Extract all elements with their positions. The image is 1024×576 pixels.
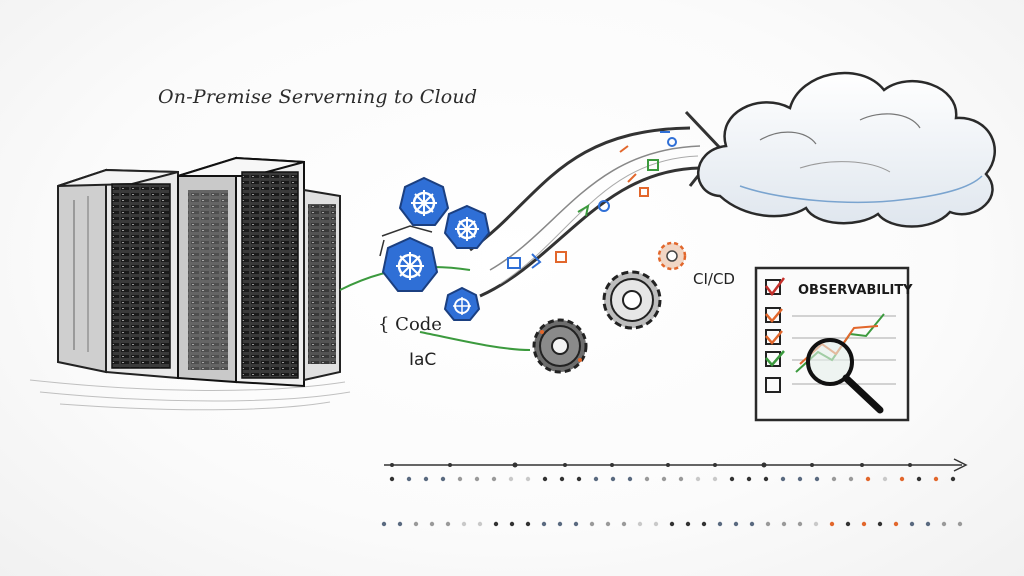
timeline-dot [406,476,412,482]
cicd-label: CI/CD [693,270,735,288]
timeline-dot [950,476,956,482]
observability-board [754,266,910,422]
timeline-dot [440,476,446,482]
timeline-dot [637,521,643,527]
timeline-arrow-icon [384,458,968,472]
timeline-dot [559,476,565,482]
timeline-dot [557,521,563,527]
timeline-dot [865,476,871,482]
timeline-dot [765,521,771,527]
timeline-dot [644,476,650,482]
diagram-title: On-Premise Serverning to Cloud [158,86,478,108]
observability-label: OBSERVABILITY [798,283,913,298]
migration-glyphs [507,131,677,269]
timeline-dot [627,476,633,482]
timeline-dot [848,476,854,482]
timeline-dot [653,521,659,527]
timeline-dot [712,476,718,482]
timeline-dot [508,476,514,482]
timeline-dot [445,521,451,527]
timeline-dot [413,521,419,527]
timeline-dot [813,521,819,527]
timeline-dot [717,521,723,527]
timeline-dot [781,521,787,527]
timeline-dot [381,521,387,527]
timeline-dot [845,521,851,527]
network-node-sketch [379,225,433,257]
code-label: { Code [378,314,442,335]
timeline-dot [957,521,963,527]
timeline-dot [909,521,915,527]
timeline-dot [829,521,835,527]
timeline-dot [389,476,395,482]
timeline-dot [397,521,403,527]
timeline-dot [916,476,922,482]
timeline-dot [780,476,786,482]
timeline-dot [701,521,707,527]
timeline-dot [477,521,483,527]
timeline-dot [729,476,735,482]
timeline-dot [882,476,888,482]
timeline-dot [474,476,480,482]
timeline-dot [589,521,595,527]
server-rack-icon [57,156,341,388]
timeline-dot [893,521,899,527]
timeline-dot [525,476,531,482]
timeline-dot [605,521,611,527]
timeline-dot [509,521,515,527]
magnifier-icon [806,338,884,414]
timeline-dot [733,521,739,527]
timeline-dot [541,521,547,527]
timeline-dot [685,521,691,527]
timeline-dot [814,476,820,482]
timeline-dots-row-2 [381,521,963,527]
timeline-dot [493,521,499,527]
timeline-dot [933,476,939,482]
timeline-dot [429,521,435,527]
timeline-dot [695,476,701,482]
timeline-dot [746,476,752,482]
timeline-dot [877,521,883,527]
timeline-dot [525,521,531,527]
kubernetes-helm-icon [381,176,491,321]
gear-icon [532,241,687,374]
timeline-dot [610,476,616,482]
timeline-dot [763,476,769,482]
timeline-dot [797,476,803,482]
timeline-dot [457,476,463,482]
timeline-dots-row-1 [389,476,956,482]
timeline-dot [899,476,905,482]
timeline-dot [861,521,867,527]
timeline-dot [576,476,582,482]
iac-label: IaC [409,350,437,370]
timeline-dot [491,476,497,482]
timeline-dot [831,476,837,482]
timeline-dot [423,476,429,482]
timeline-dot [669,521,675,527]
timeline-dot [593,476,599,482]
timeline-dot [573,521,579,527]
timeline-dot [461,521,467,527]
migration-arrow [339,110,722,351]
timeline-dot [749,521,755,527]
floor-sketch [29,379,351,411]
cloud-icon [697,71,996,228]
timeline-dot [542,476,548,482]
timeline-dot [678,476,684,482]
timeline-dot [661,476,667,482]
timeline-dot [941,521,947,527]
timeline-dot [797,521,803,527]
timeline-dot [621,521,627,527]
timeline-dot [925,521,931,527]
